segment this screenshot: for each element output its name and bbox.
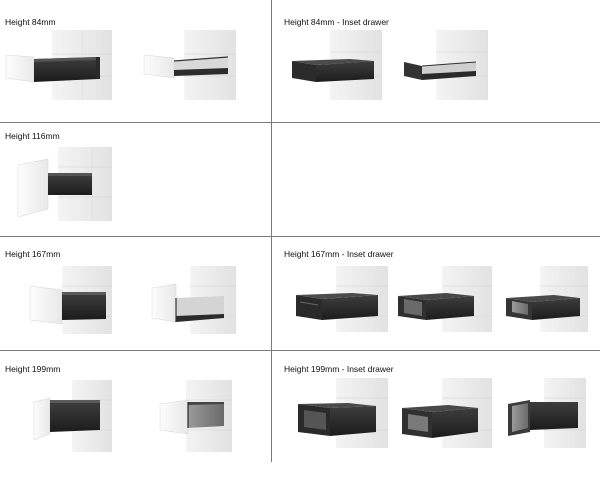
drawer-image-84-inset-b [400,24,512,104]
drawer-image-199-glass [124,374,236,454]
drawer-image-167-inset-a [290,258,402,338]
section-title: Height 199mm - Inset drawer [284,364,394,374]
row-divider-3 [0,350,600,351]
drawer-image-199-front [20,374,132,454]
drawer-image-167-glass [124,258,236,338]
row-divider-2 [0,236,600,237]
drawer-image-199-inset-c [498,374,600,454]
section-title: Height 116mm [5,131,60,141]
section-title: Height 167mm [5,249,61,259]
drawer-image-167-inset-c [500,258,600,338]
row-divider-1 [0,122,600,123]
section-title: Height 199mm [5,364,61,374]
section-title: Height 167mm - Inset drawer [284,249,394,259]
column-divider [271,0,272,462]
drawer-image-84-glass [124,24,236,104]
section-title: Height 84mm [5,17,56,27]
section-title: Height 84mm - Inset drawer [284,17,389,27]
drawer-image-84-inset-a [286,24,398,104]
drawer-image-167-front [4,258,116,338]
drawer-image-199-inset-a [292,374,404,454]
drawer-image-116 [14,143,126,223]
drawer-image-167-inset-b [394,258,506,338]
drawer-image-84-front [4,24,116,104]
drawer-image-199-inset-b [396,374,508,454]
